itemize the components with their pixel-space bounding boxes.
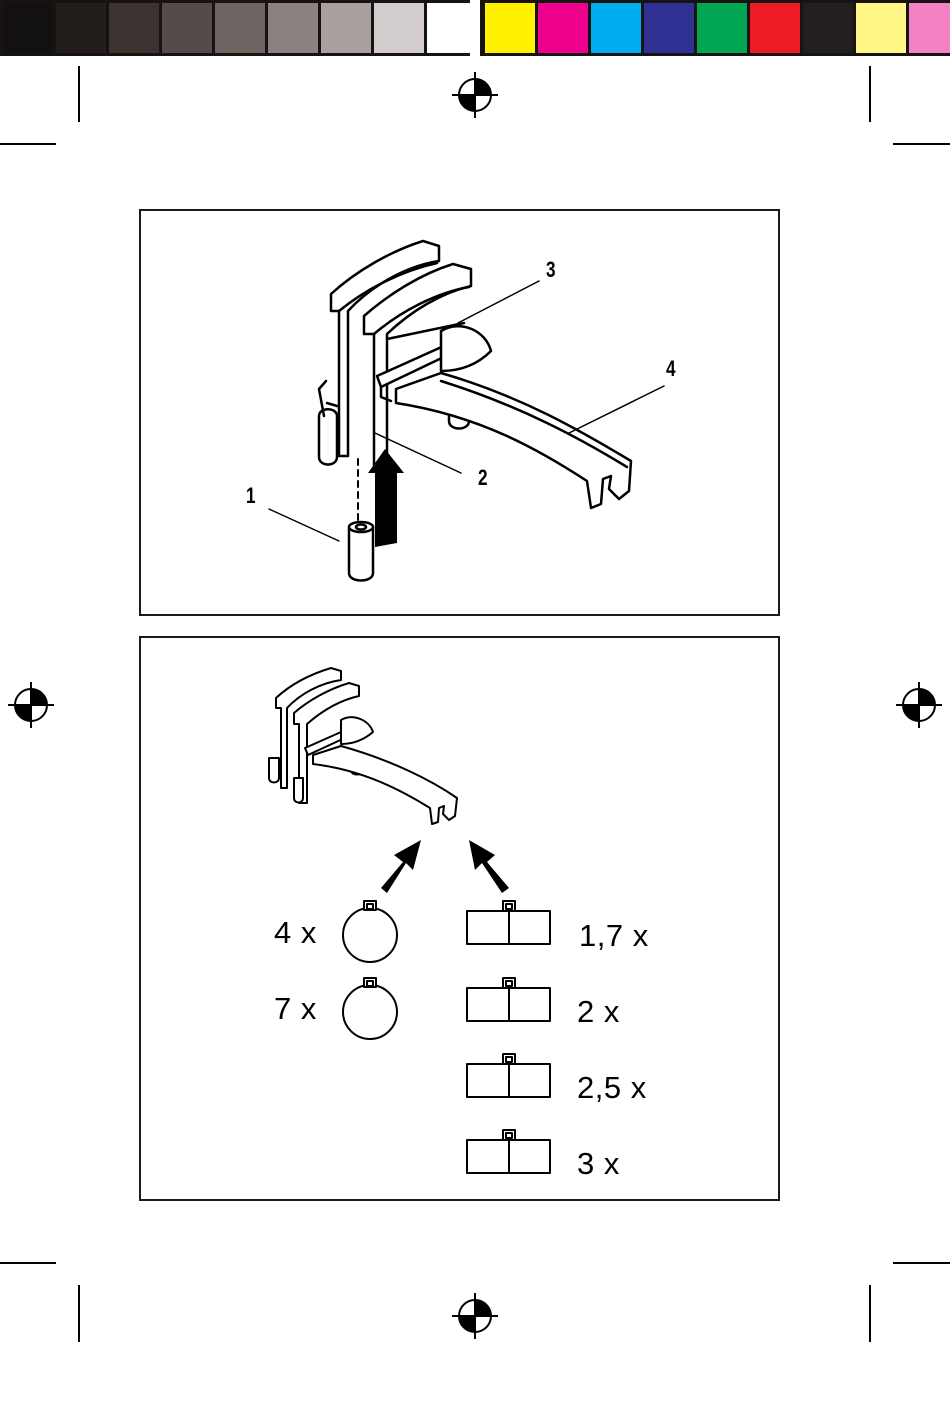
gray-swatch	[215, 3, 265, 53]
callout-part-3: 3	[546, 257, 556, 283]
round-weight-qty-label: 7 x	[274, 991, 317, 1027]
registration-mark-icon	[452, 1293, 498, 1339]
registration-mark-icon	[896, 682, 942, 728]
color-swatch	[538, 3, 588, 53]
rect-weight-qty-label: 1,7 x	[579, 918, 649, 954]
callout-part-4: 4	[666, 356, 676, 382]
callout-part-1: 1	[246, 483, 256, 509]
round-weight-icon	[343, 901, 397, 962]
small-assembly-illustration	[269, 668, 457, 824]
gray-swatch	[427, 3, 477, 53]
rect-weight-qty-label: 2,5 x	[577, 1070, 647, 1106]
gray-swatch	[374, 3, 424, 53]
crop-mark	[869, 66, 871, 122]
color-swatch	[485, 3, 535, 53]
arrow-left-icon	[381, 840, 421, 893]
weights-figure-panel: 4 x 7 x 1,7 x 2 x 2,5 x 3 x	[139, 636, 780, 1201]
color-swatch	[803, 3, 853, 53]
rect-weight-qty-label: 2 x	[577, 994, 620, 1030]
crop-mark	[893, 143, 950, 145]
registration-mark-icon	[452, 72, 498, 118]
round-weight-icon	[343, 978, 397, 1039]
color-swatch	[697, 3, 747, 53]
small-cylinder	[349, 527, 373, 581]
assembly-figure-panel: 1 2 3 4	[139, 209, 780, 616]
rect-weight-qty-label: 3 x	[577, 1146, 620, 1182]
crop-mark	[78, 1285, 80, 1342]
round-weight-qty-label: 4 x	[274, 915, 317, 951]
arrow-right-icon	[469, 840, 509, 893]
roller-rear	[319, 409, 337, 464]
crop-mark	[78, 66, 80, 122]
gray-swatch	[321, 3, 371, 53]
rect-weight-icon	[467, 901, 550, 944]
crop-mark	[0, 1262, 56, 1264]
color-swatch	[644, 3, 694, 53]
rect-weight-icon	[467, 1130, 550, 1173]
crop-mark	[869, 1285, 871, 1342]
color-swatch	[591, 3, 641, 53]
pad-holder-assembly-illustration	[141, 211, 778, 614]
color-swatch	[856, 3, 906, 53]
color-swatch	[909, 3, 950, 53]
gray-swatch	[3, 3, 53, 53]
registration-mark-icon	[8, 682, 54, 728]
arm	[396, 373, 631, 508]
rect-weight-icon	[467, 1054, 550, 1097]
gray-swatch	[109, 3, 159, 53]
weights-illustration	[141, 638, 778, 1199]
crop-mark	[0, 143, 56, 145]
crop-mark	[893, 1262, 950, 1264]
rect-weight-icon	[467, 978, 550, 1021]
gray-swatch	[268, 3, 318, 53]
callout-part-2: 2	[478, 465, 488, 491]
gray-swatch	[162, 3, 212, 53]
gray-swatch	[56, 3, 106, 53]
color-swatch	[750, 3, 800, 53]
